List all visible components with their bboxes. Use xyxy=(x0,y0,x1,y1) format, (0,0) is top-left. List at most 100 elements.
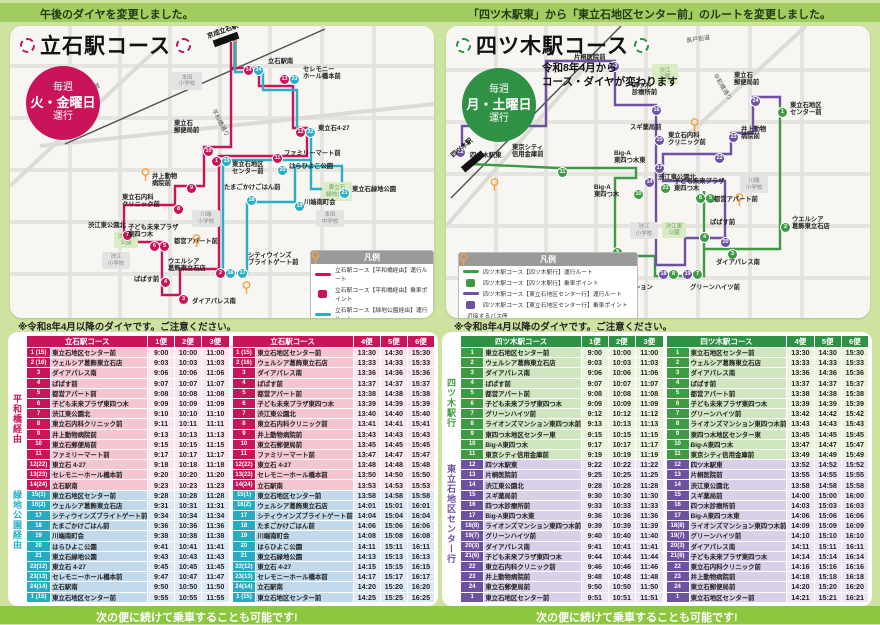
time-cell: 10:10 xyxy=(173,408,203,420)
stop-number-cell: 19 xyxy=(231,530,257,542)
dashed-circle-icon xyxy=(175,37,191,53)
time-cell: 13:37 xyxy=(352,377,381,389)
stop-number-cell: 1 (15) xyxy=(25,346,52,359)
time-cell: 9:28 xyxy=(581,479,609,491)
stop-name-cell: ばぱす前 xyxy=(483,377,583,389)
stop-name-cell: 東立石郵便局前 xyxy=(688,581,788,593)
stop-badge: 8 xyxy=(174,205,183,214)
time-cell: 16:25 xyxy=(406,591,436,603)
time-cell: 11:17 xyxy=(201,448,230,461)
time-cell: 15:39 xyxy=(840,397,870,410)
time-cell: 11:43 xyxy=(201,550,230,562)
stop-name-cell: 東立石緑地公園 xyxy=(50,550,149,562)
stop-number-cell: 17 xyxy=(459,509,485,522)
time-cell: 10:13 xyxy=(173,428,203,440)
time-cell: 9:50 xyxy=(581,581,609,593)
time-cell: 14:21 xyxy=(786,591,815,603)
time-cell: 16:09 xyxy=(840,520,870,532)
time-cell: 9:40 xyxy=(581,530,609,542)
stop-badge: 21 xyxy=(661,184,670,193)
time-cell: 16:16 xyxy=(840,560,870,573)
stop-number-cell: 7 xyxy=(459,408,485,420)
stop-number-cell: 12(22) xyxy=(231,459,257,471)
stop-name-cell: 四ツ木駅東 xyxy=(483,459,583,471)
stop-badge: 15 xyxy=(655,136,664,145)
time-cell: 11:22 xyxy=(635,459,664,471)
time-cell: 15:18 xyxy=(813,571,842,583)
time-cell: 10:15 xyxy=(607,428,637,440)
stop-label: 子ども未来プラザ 東四つ木 xyxy=(674,178,725,193)
time-cell: 15:21 xyxy=(813,591,842,603)
stop-name-cell: ファミリーマート前 xyxy=(255,448,354,461)
stop-number-cell: 23(13) xyxy=(231,571,257,583)
time-cell: 15:37 xyxy=(406,377,436,389)
stop-label: ばぱす前 xyxy=(710,219,736,226)
stop-point-swatch xyxy=(466,278,475,287)
time-cell: 11:28 xyxy=(635,479,664,491)
legend-items: 立石駅コース【平和橋経由】運行ルート立石駅コース【平和橋経由】乗車ポイント立石駅… xyxy=(311,251,433,318)
stop-name-cell: ダイアパレス南 xyxy=(50,367,149,379)
time-cell: 9:12 xyxy=(581,408,609,420)
school-area: 渋江 小学校 xyxy=(102,252,130,269)
time-cell: 9:06 xyxy=(147,367,175,379)
stop-number-cell: 11 xyxy=(231,448,257,461)
stop-number-cell: 22(12) xyxy=(231,560,257,573)
time-cell: 11:06 xyxy=(635,367,664,379)
stop-label: 東立石 郵便局前 xyxy=(174,120,200,135)
stop-badge: 4 xyxy=(700,233,709,242)
stop-name-cell: 四つ木診療所前 xyxy=(688,499,788,512)
time-cell: 14:48 xyxy=(379,459,408,471)
stop-name-cell: 渋江東公園北 xyxy=(483,479,583,491)
stop-name-cell: 井上動物病院前 xyxy=(255,428,354,440)
stop-name-cell: Big-A東四つ木 xyxy=(688,438,788,450)
stop-label: ダイアパレス南 xyxy=(192,298,236,305)
banner-note-right: 「四ツ木駅東」から「東立石地区センター前」のルートを変更しました。 xyxy=(468,9,831,21)
timetable-header-cell: 5便 xyxy=(813,335,842,348)
time-cell: 15:50 xyxy=(406,469,436,481)
schedule-line1: 毎週 xyxy=(489,84,509,96)
stop-badge: 22 xyxy=(306,128,315,137)
stop-number-cell: 23(13) xyxy=(25,571,52,583)
time-cell: 9:03 xyxy=(147,357,175,369)
stop-name-cell: ダイアパレス南 xyxy=(255,367,354,379)
banner-note-left: 午後のダイヤを変更しました。 xyxy=(40,9,194,21)
time-cell: 14:11 xyxy=(786,540,815,552)
stop-name-cell: はらひよこ公園 xyxy=(255,540,354,552)
stop-name-cell: 東立石内科クリニック前 xyxy=(688,560,788,573)
stop-badge: 8 xyxy=(669,270,678,279)
time-cell: 10:45 xyxy=(173,560,203,573)
time-cell: 15:38 xyxy=(840,387,870,399)
stop-badge: 19 xyxy=(683,270,692,279)
time-cell: 9:08 xyxy=(147,387,175,399)
stop-label: 都営アパート前 xyxy=(714,196,758,203)
stop-name-cell: 東立石地区センター前 xyxy=(688,591,788,603)
stop-name-cell: 立石駅南 xyxy=(255,479,354,491)
stop-number-cell: 2 (16) xyxy=(25,357,52,369)
time-cell: 10:03 xyxy=(173,357,203,369)
legend-item: 四ツ木駅コース【四ツ木駅行】運行ルート xyxy=(459,266,637,277)
stop-badge: 12 xyxy=(456,148,465,157)
tateishi-schedule-badge: 毎週 火・金曜日 運行 xyxy=(26,66,100,140)
time-cell: 9:19 xyxy=(581,448,609,461)
time-cell: 11:45 xyxy=(201,560,230,573)
route-line-swatch xyxy=(463,292,479,295)
time-cell: 15:15 xyxy=(379,560,408,573)
stop-number-cell: 15 xyxy=(665,489,690,501)
stop-label: Big-A 東四つ木東 xyxy=(614,150,646,165)
time-cell: 14:58 xyxy=(379,489,408,501)
